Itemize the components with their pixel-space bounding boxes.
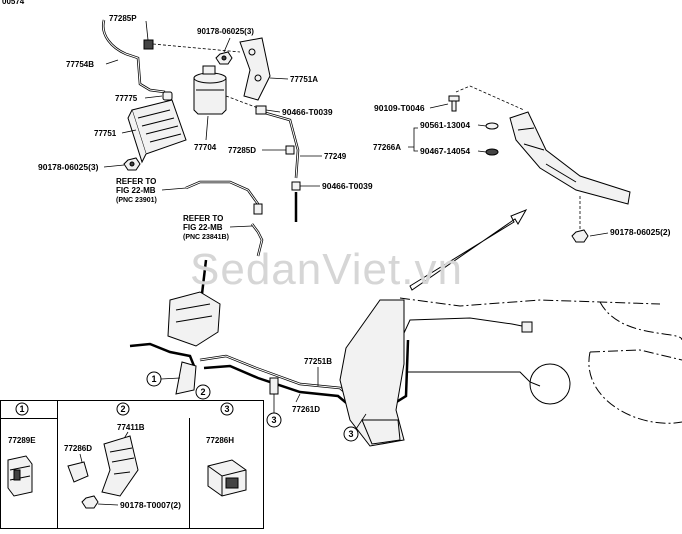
legend-1-num: 1 — [19, 404, 24, 414]
callout-2: 2 — [195, 384, 211, 400]
label-90109-T0046: 90109-T0046 — [374, 103, 425, 113]
label-77266A: 77266A — [373, 143, 401, 152]
tube-77754B — [101, 19, 166, 94]
label-77249: 77249 — [324, 152, 347, 161]
refer-pipe-23841B — [251, 223, 264, 257]
refer2-line3: (PNC 23841B) — [183, 234, 229, 241]
clip-77775 — [162, 91, 173, 101]
dashed-guide-2 — [225, 95, 259, 109]
nut-90178-06025-2 — [571, 229, 589, 243]
clamp-77286H — [269, 377, 279, 395]
refer-pipe-23901 — [185, 180, 263, 215]
canister-77704 — [193, 65, 227, 115]
nut-90178-06025-upper — [215, 51, 233, 65]
legend-2-part-a: 77411B — [117, 423, 145, 432]
legend-box-2: 2 77411B 77286D 90178-T0007(2) — [64, 402, 181, 510]
label-77704: 77704 — [194, 143, 217, 152]
legend-2-part-b: 77286D — [64, 444, 92, 453]
watermark: SedanViet.vn — [190, 245, 463, 294]
legend-3-num: 3 — [224, 404, 229, 414]
label-90178-06025-2: 90178-06025(2) — [610, 227, 671, 237]
legend-3-part: 77286H — [206, 436, 234, 445]
label-90466-T0039-a: 90466-T0039 — [282, 107, 333, 117]
refer1-line2: FIG 22-MB — [116, 186, 156, 195]
clip-77289E-drawing — [7, 455, 33, 497]
refer2-line2: FIG 22-MB — [183, 223, 223, 232]
bolt-90109-T0046 — [448, 95, 460, 112]
legend-box-3: 3 77286H — [206, 402, 247, 497]
protector-77266A — [509, 111, 631, 205]
svg-text:3: 3 — [348, 429, 353, 439]
label-77251B: 77251B — [304, 357, 332, 366]
refer2-line1: REFER TO — [183, 214, 223, 223]
protector-77751 — [127, 99, 187, 164]
direction-arrow — [409, 209, 528, 291]
washer-90467-14054 — [485, 148, 499, 156]
clip-77285P — [143, 39, 154, 50]
label-90178-06025-3-top: 90178-06025(3) — [197, 27, 254, 36]
callout-3-right: 3 — [343, 413, 367, 442]
pipe-77261D — [203, 339, 410, 408]
label-77754B: 77754B — [66, 60, 94, 69]
label-77261D: 77261D — [292, 405, 320, 414]
clip-77286D-drawing — [67, 461, 89, 483]
cover-plate — [339, 299, 405, 447]
dashed-guide — [152, 43, 241, 53]
nut-90178-T0007-drawing — [81, 495, 99, 509]
pipe-to-assembly — [200, 259, 208, 295]
callout-1: 1 — [146, 371, 181, 387]
washer-90561-13004 — [485, 122, 499, 130]
legend-box-1: 1 77289E — [7, 402, 36, 497]
label-90467-14054: 90467-14054 — [420, 146, 470, 156]
legend-1-part: 77289E — [8, 436, 36, 445]
fuel-assembly-left — [129, 291, 221, 395]
label-77751A: 77751A — [290, 75, 318, 84]
label-90466-T0039-b: 90466-T0039 — [322, 181, 373, 191]
body-outline — [399, 297, 682, 424]
svg-text:1: 1 — [151, 374, 156, 384]
label-77285D: 77285D — [228, 146, 256, 155]
callout-3-left: 3 — [266, 394, 282, 428]
refer1-line1: REFER TO — [116, 177, 156, 186]
dashed-guide-3 — [455, 85, 525, 111]
label-77775: 77775 — [115, 94, 138, 103]
svg-text:2: 2 — [200, 387, 205, 397]
label-77751: 77751 — [94, 129, 117, 138]
nut-90178-06025-lower — [123, 157, 141, 171]
svg-text:3: 3 — [271, 415, 276, 425]
header-fragment: 00574 — [2, 0, 25, 6]
bracket-77751A — [239, 37, 271, 101]
label-90561-13004: 90561-13004 — [420, 120, 470, 130]
hose-77249 — [255, 105, 301, 222]
pipe-right-run — [397, 317, 571, 405]
legend-2-num: 2 — [120, 404, 125, 414]
label-77285P: 77285P — [109, 14, 137, 23]
clamp-77286H-drawing — [207, 459, 247, 497]
refer1-line3: (PNC 23901) — [116, 197, 157, 204]
label-90178-06025-3-bottom: 90178-06025(3) — [38, 162, 99, 172]
legend-2-part-c: 90178-T0007(2) — [120, 500, 181, 510]
bracket-77411B-drawing — [101, 435, 139, 497]
